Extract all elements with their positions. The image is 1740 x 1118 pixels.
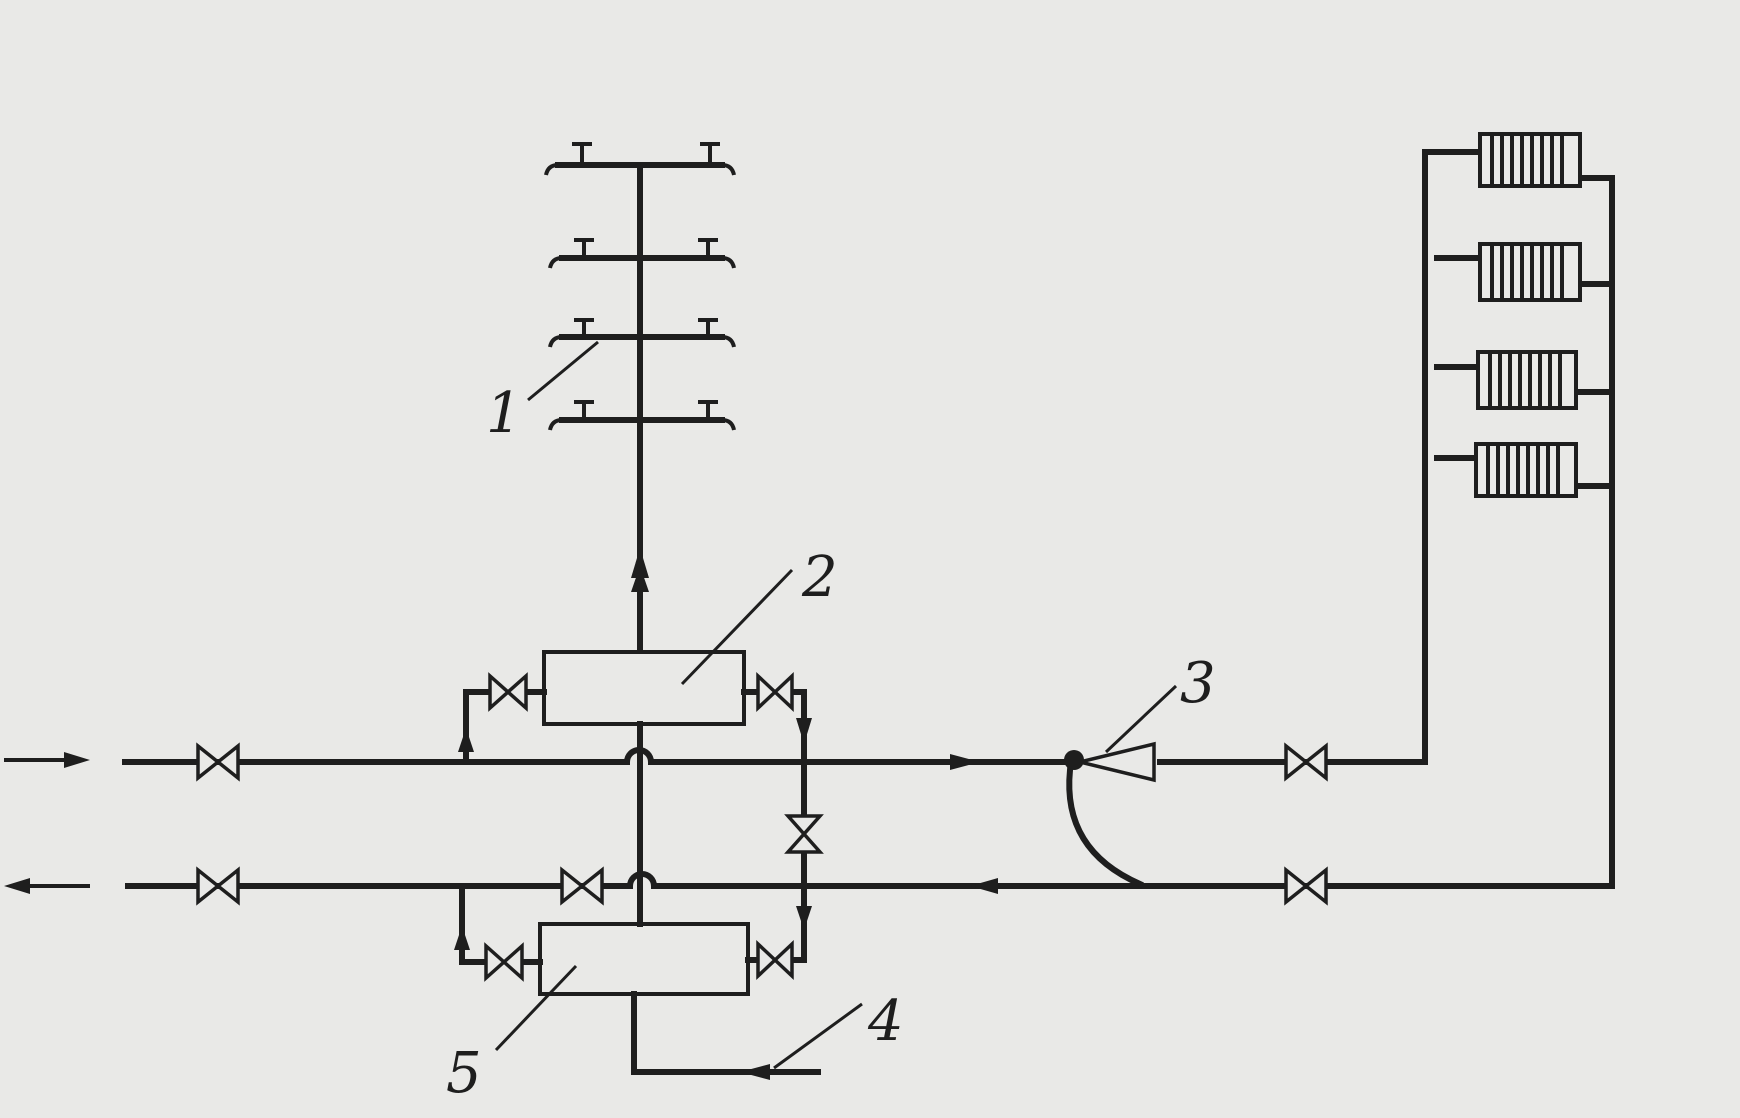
valve-supply-inlet	[196, 742, 240, 782]
radiator-3	[1476, 350, 1578, 410]
valve-lower-exchanger-left	[484, 942, 524, 982]
upper-right-loop	[741, 689, 812, 765]
radiator-4	[1474, 442, 1578, 498]
upper-heat-exchanger	[542, 650, 746, 726]
valve-return-midline	[560, 866, 604, 906]
valve-bypass	[784, 814, 824, 854]
label-5: 5	[446, 1041, 482, 1106]
radiator-riser	[1434, 255, 1615, 489]
valve-return-heating	[1284, 866, 1328, 906]
radiator-2	[1478, 242, 1582, 302]
lower-left-loop	[454, 883, 543, 965]
radiator-1	[1478, 132, 1582, 188]
label-1: 1	[486, 381, 522, 446]
label-2: 2	[801, 545, 838, 610]
tap-branches	[544, 142, 736, 431]
valve-lower-exchanger-right	[756, 939, 794, 981]
hot-water-riser	[631, 162, 649, 655]
cold-water-inlet	[631, 991, 821, 1080]
leader-lines	[494, 340, 1178, 1070]
valve-return-outlet	[196, 866, 240, 906]
valve-supply-heating	[1284, 742, 1328, 782]
valve-upper-exchanger-right	[756, 671, 794, 713]
label-4: 4	[867, 989, 904, 1054]
upper-left-loop	[458, 689, 547, 765]
valve-upper-exchanger-left	[488, 672, 528, 712]
lower-heat-exchanger	[538, 922, 750, 996]
bypass-vertical	[789, 759, 812, 963]
jet-elevator	[1064, 741, 1156, 888]
label-3: 3	[1180, 651, 1216, 716]
